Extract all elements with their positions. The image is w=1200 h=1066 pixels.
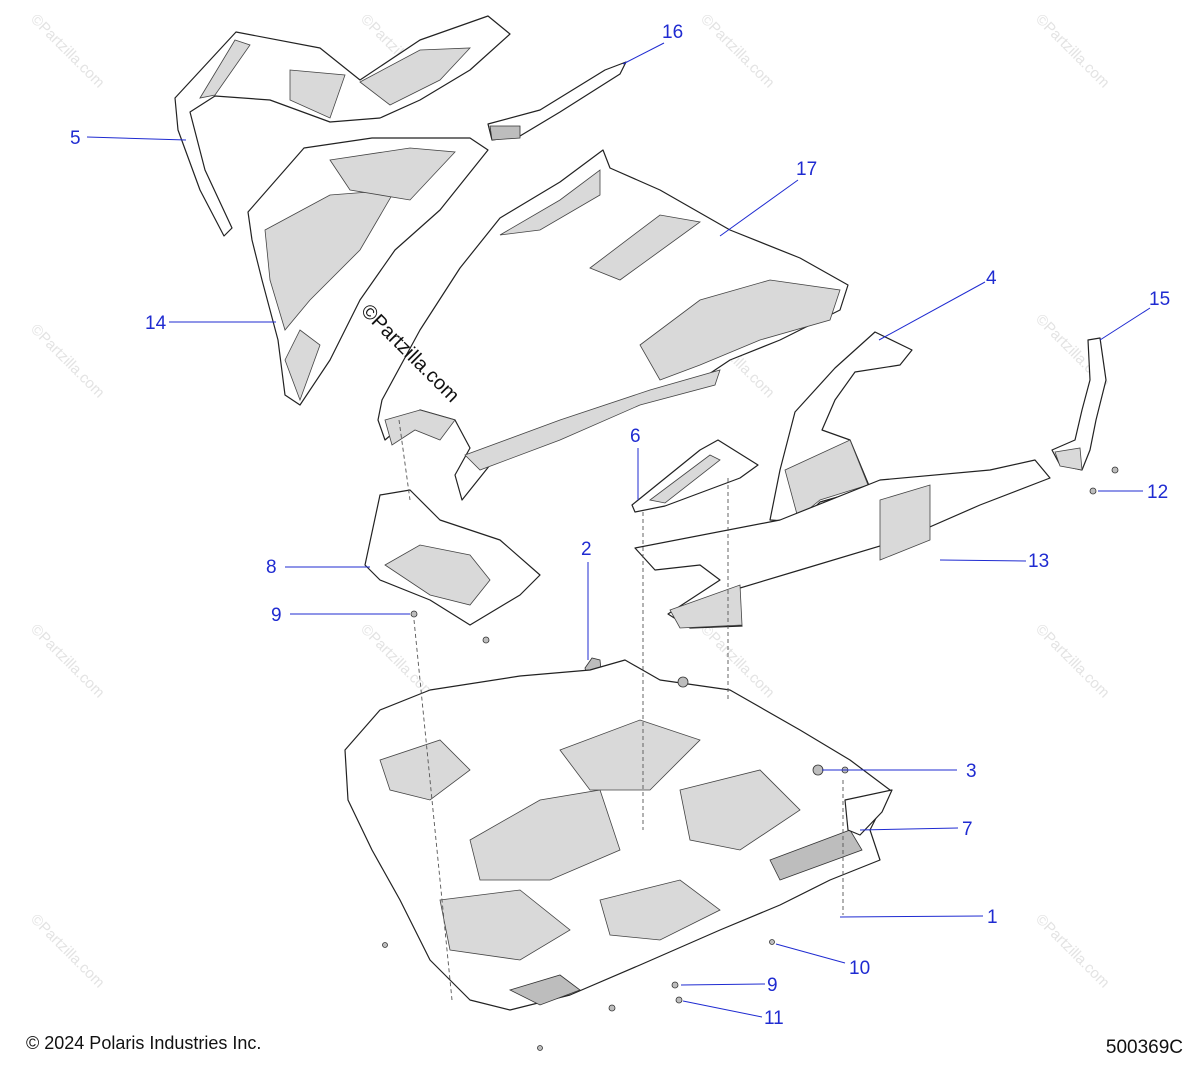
callout-7: 7 (962, 819, 973, 840)
watermark-tile: ©Partzilla.com (27, 11, 108, 92)
callout-2: 2 (581, 539, 592, 560)
part-16-trim (487, 61, 627, 141)
hardware (382, 466, 1119, 1051)
fastener-11 (675, 996, 683, 1004)
part-14-fairing (247, 137, 489, 406)
fastener-f (677, 676, 689, 688)
callout-13: 13 (1028, 551, 1049, 572)
callout-8: 8 (266, 557, 277, 578)
part-13-skirt (634, 459, 1051, 629)
watermark-tile: ©Partzilla.com (1032, 621, 1113, 702)
fastener-c (382, 942, 388, 948)
part-17-hood (377, 149, 849, 501)
watermark-tile: ©Partzilla.com (27, 321, 108, 402)
watermark-tile: ©Partzilla.com (357, 621, 438, 702)
part-1-lower-frame (344, 659, 891, 1011)
fastener-a (537, 1045, 543, 1051)
callout-10: 10 (849, 958, 870, 979)
assembly-lines (398, 419, 844, 1001)
part-7-corner (844, 789, 893, 836)
watermark-tile: ©Partzilla.com (1032, 911, 1113, 992)
callout-4: 4 (986, 268, 997, 289)
copyright-notice: © 2024 Polaris Industries Inc. (26, 1033, 262, 1053)
callout-16: 16 (662, 22, 683, 43)
watermark-tile: ©Partzilla.com (697, 11, 778, 92)
part-6-vent (631, 439, 759, 513)
callout-3: 3 (966, 761, 977, 782)
fastener-12 (1089, 487, 1097, 495)
callout-12: 12 (1147, 482, 1168, 503)
fastener-9-lower (671, 981, 679, 989)
fastener-b (608, 1004, 616, 1012)
callout-1: 1 (987, 907, 998, 928)
part-5-side-panel (174, 15, 511, 237)
callout-9-upper: 9 (271, 605, 282, 626)
watermark-tile: ©Partzilla.com (27, 621, 108, 702)
callout-14: 14 (145, 313, 167, 334)
drawing-number: 500369C (1105, 1037, 1183, 1058)
callout-15: 15 (1149, 289, 1170, 310)
callout-11: 11 (764, 1008, 784, 1029)
part-15-trim (1051, 337, 1107, 471)
part-3-grommet (812, 764, 824, 776)
watermark-tile: ©Partzilla.com (1032, 11, 1113, 92)
fastener-9-upper (410, 610, 418, 618)
fastener-10 (769, 939, 775, 945)
callout-5: 5 (70, 128, 81, 149)
fastener-e (482, 636, 490, 644)
callouts: 1 2 3 4 5 6 7 8 9 9 10 11 12 13 14 15 16… (70, 22, 1170, 1029)
callout-6: 6 (630, 426, 641, 447)
watermark-tile: ©Partzilla.com (27, 911, 108, 992)
part-8-bracket (364, 489, 541, 626)
fastener-12b (1111, 466, 1119, 474)
leader-lines (86, 42, 1151, 1018)
callout-9-lower: 9 (767, 975, 778, 996)
callout-17: 17 (796, 159, 817, 180)
